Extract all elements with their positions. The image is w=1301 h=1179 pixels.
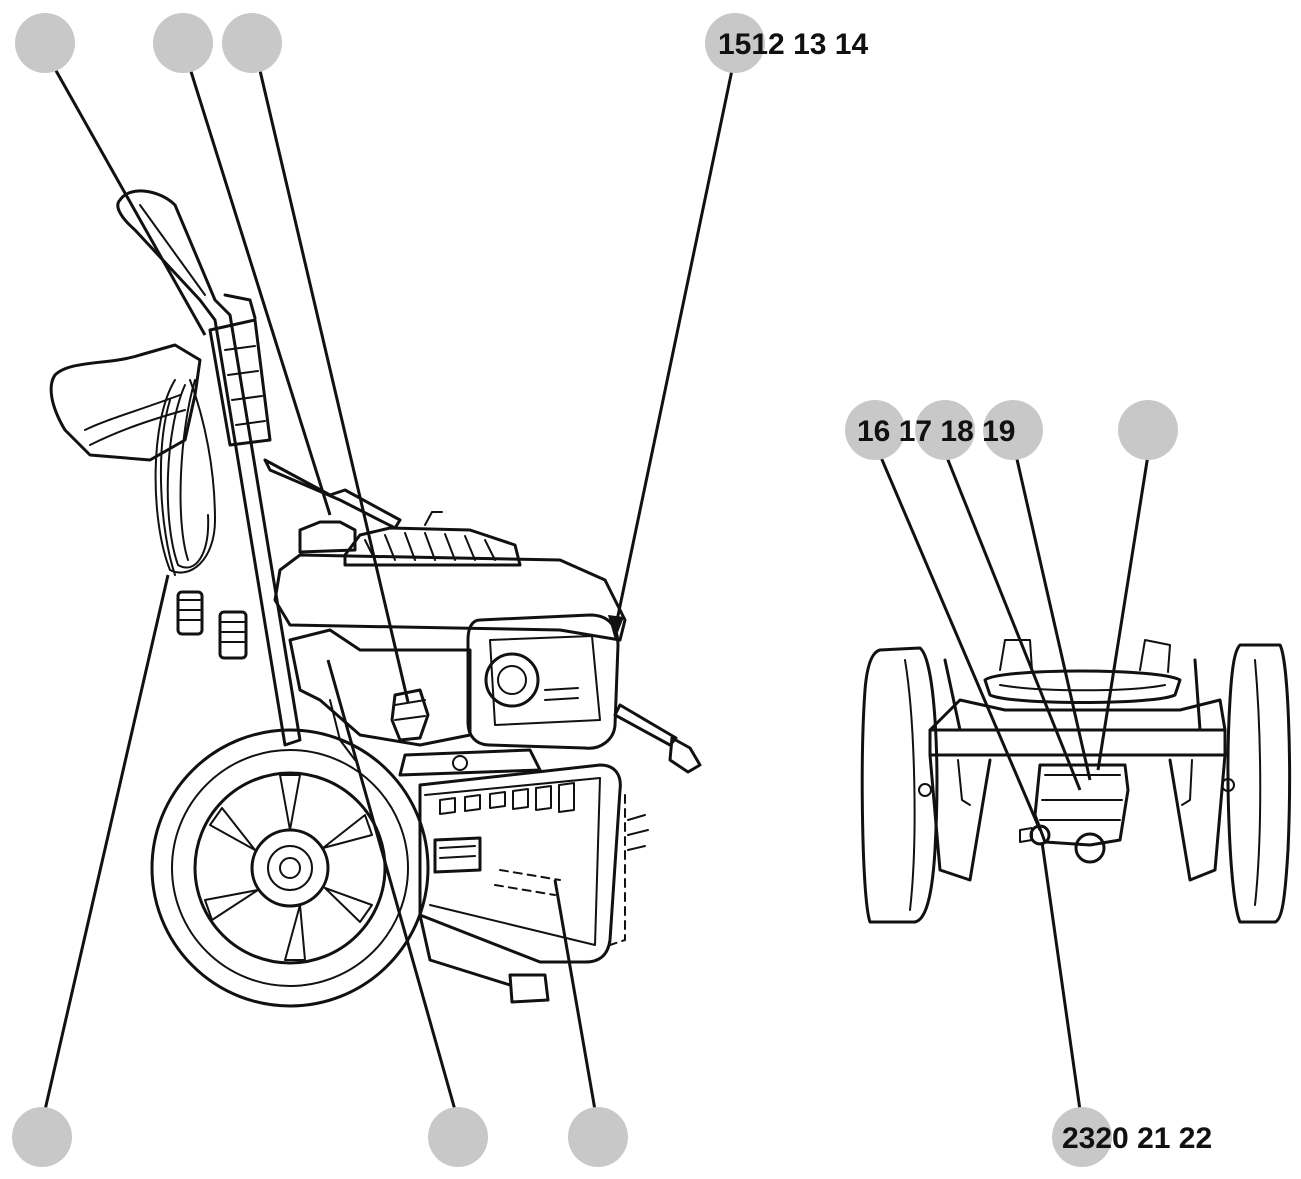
leader-line [1014,454,1092,781]
callout-circle [915,400,975,460]
leader-line [1040,841,1082,1111]
hose-connector [176,590,204,636]
leader-line [186,61,332,516]
leader-line [878,454,1042,831]
callout-circles [12,13,1178,1167]
callout-circle [568,1107,628,1167]
callout-circle [428,1107,488,1167]
air-filter-knob [484,652,540,708]
pump-outlet [613,703,678,747]
pressure-washer-side-view [49,189,702,1008]
callout-label-rear-top: 16 17 18 19 [857,415,1015,448]
rear-right-wheel [1226,643,1292,924]
recoil-starter [343,526,522,567]
leader-line [256,61,410,703]
frame-handle-inner [139,204,206,296]
rear-axle-frame [928,728,1227,757]
leader-line [613,69,734,631]
leader-line [43,574,170,1111]
leader-arrowhead [608,615,624,640]
frame-foot [508,973,550,1004]
pump-body [288,628,472,747]
coiled-hose [154,379,216,576]
callout-label-top-right: 1512 13 14 [718,28,868,61]
wheel [150,728,430,1008]
engine-shroud [273,553,627,642]
leader-line [944,454,1082,791]
callout-circle [222,13,282,73]
callout-circle [153,13,213,73]
leader-line [326,659,457,1111]
leader-line [1096,454,1150,771]
high-pressure-outlet [668,736,702,774]
base-tray [418,763,622,964]
callout-circle [1118,400,1178,460]
pressure-washer-rear-view [860,639,1292,924]
water-inlet [390,688,430,742]
callout-circle [983,400,1043,460]
spray-gun [49,343,202,462]
fuel-cap [298,520,357,554]
callout-circle [12,1107,72,1167]
frame-handle [116,189,302,747]
callout-circle [1052,1107,1112,1167]
callout-circle [15,13,75,73]
callout-label-bottom-right: 2320 21 22 [1062,1122,1212,1155]
callout-circle [705,13,765,73]
rear-pump-outlet [1074,832,1106,864]
engine-base-plate [983,669,1182,704]
hose-connector [218,610,248,660]
leader-line [553,879,597,1111]
handle-bracket [208,318,272,447]
leader-lines [43,59,1150,1111]
callout-circle [845,400,905,460]
leader-line [48,59,207,336]
